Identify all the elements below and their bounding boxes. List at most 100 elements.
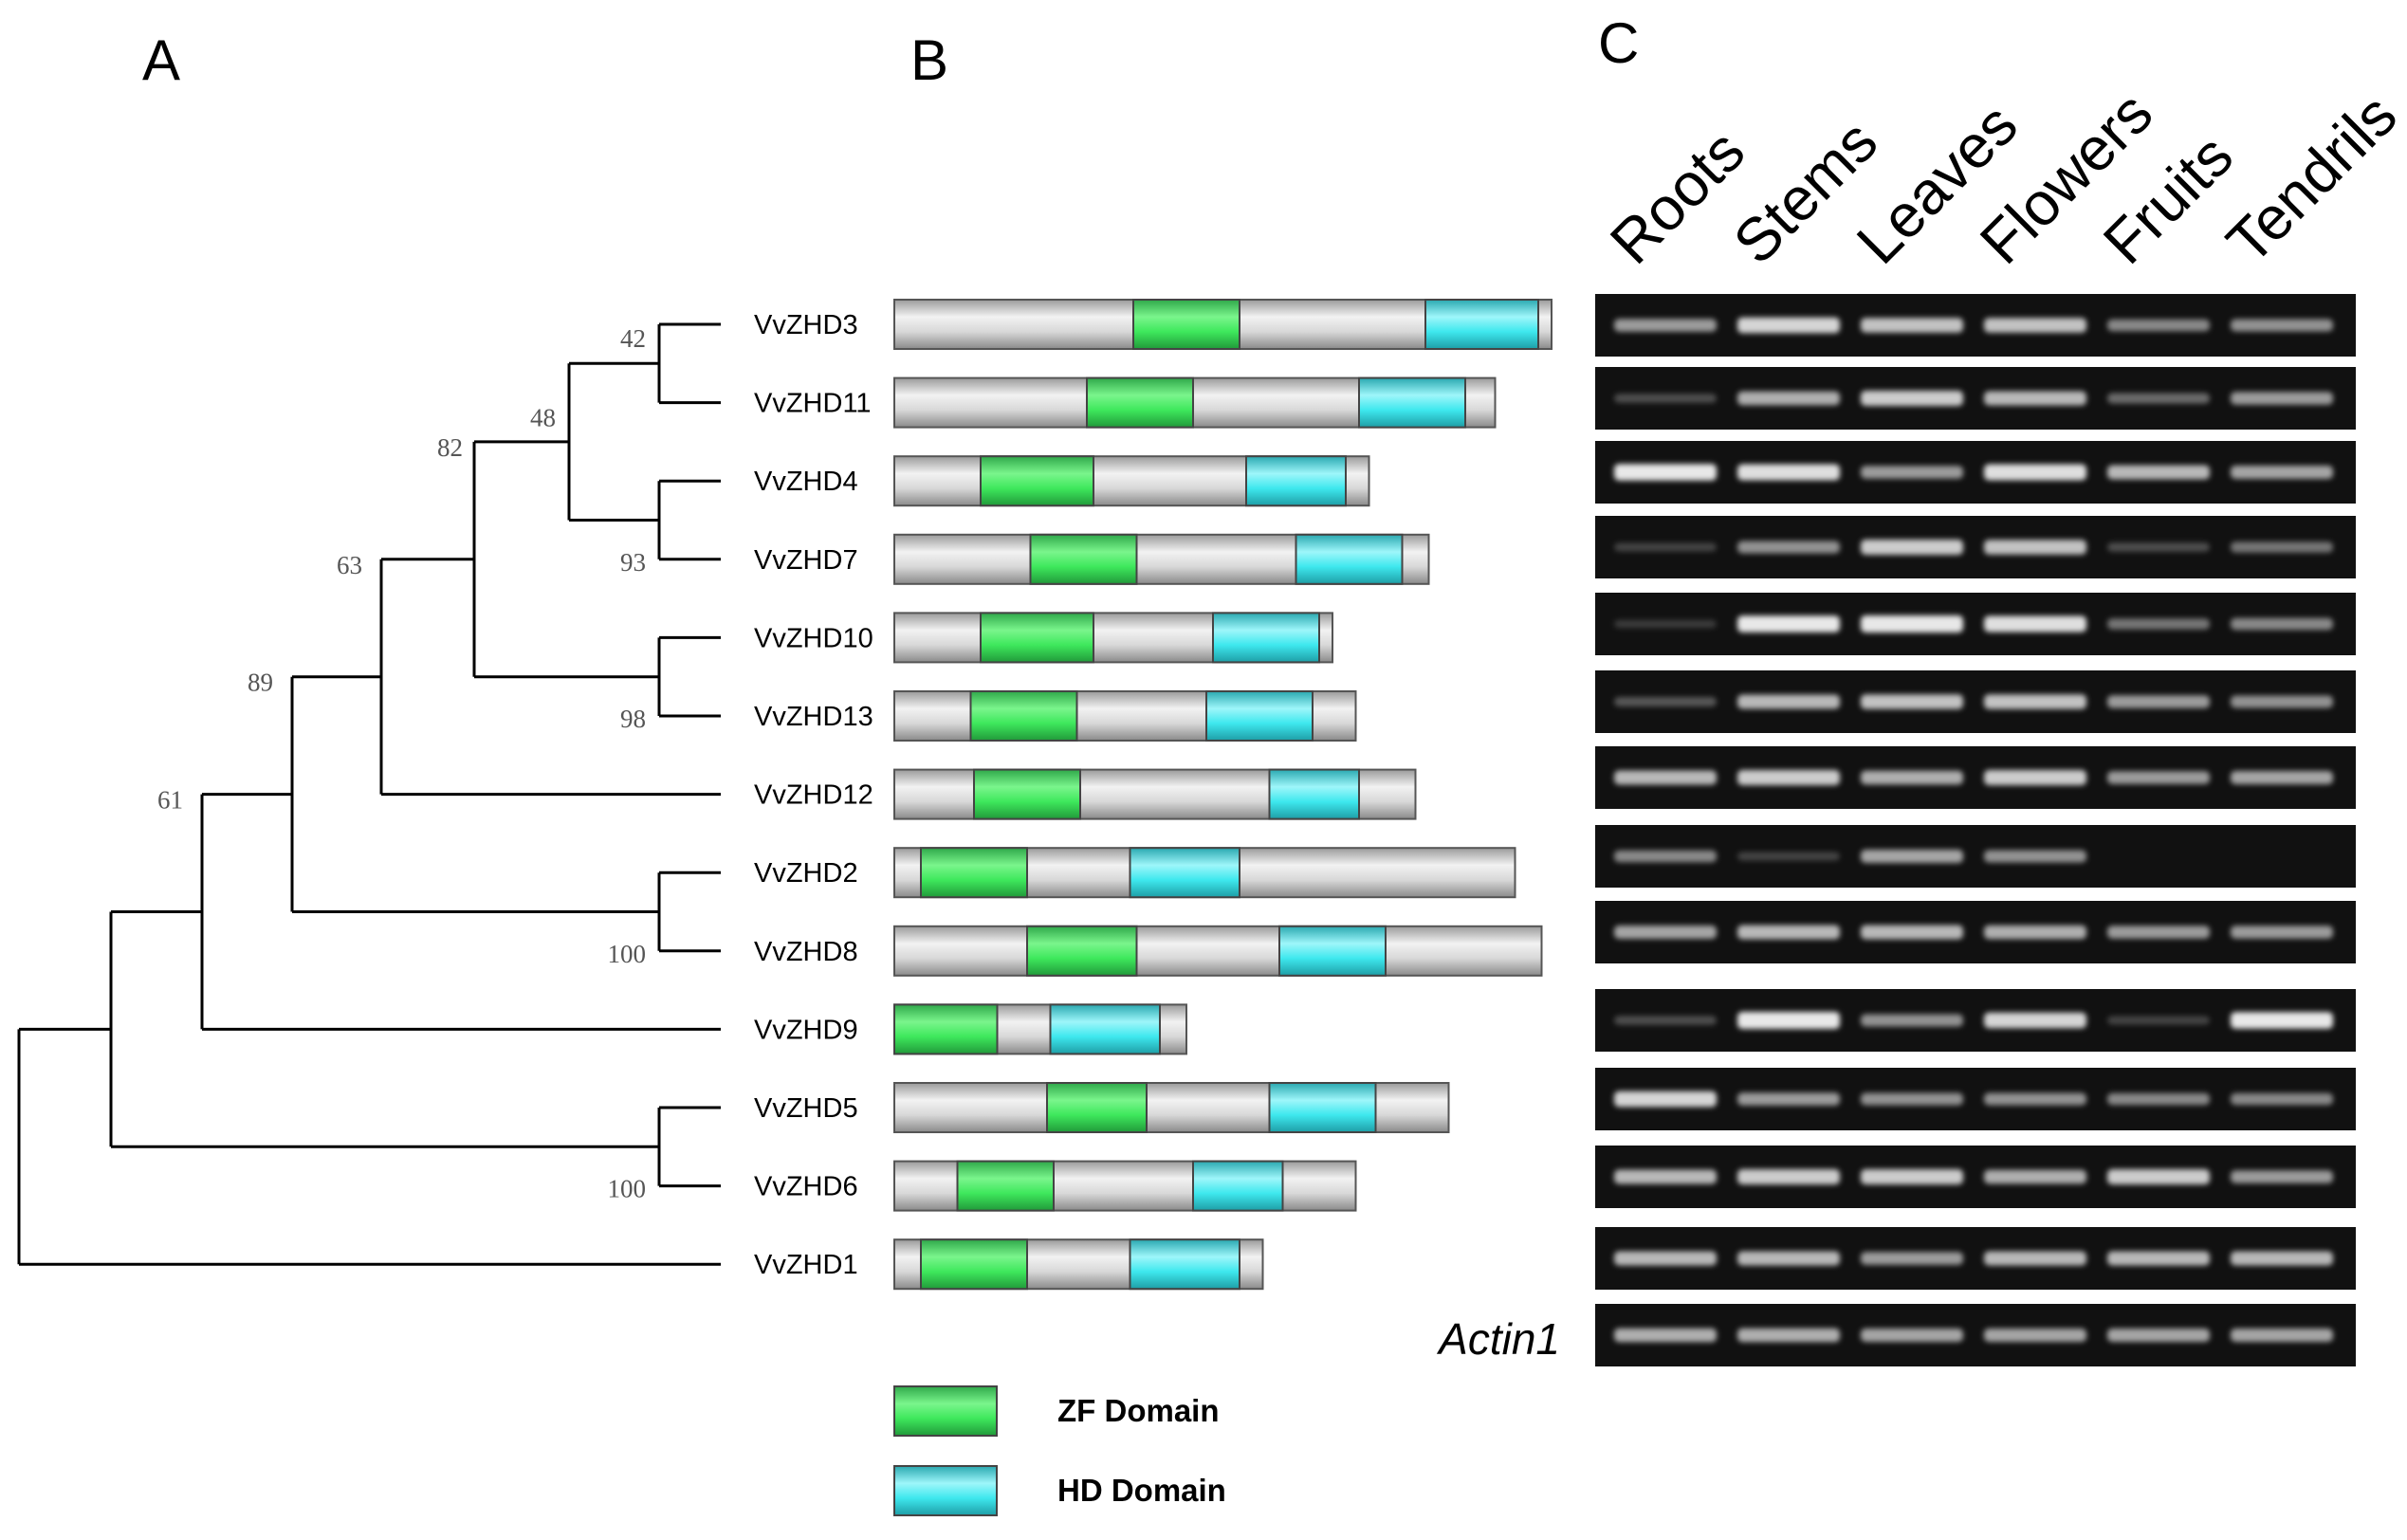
gel-band bbox=[1984, 540, 2086, 555]
bootstrap-value: 61 bbox=[157, 786, 183, 815]
gel-strip bbox=[1595, 441, 2356, 504]
gel-band bbox=[1984, 694, 2086, 709]
gel-background bbox=[1595, 989, 2356, 1052]
gel-band bbox=[2107, 1092, 2210, 1106]
gel-band bbox=[1861, 1169, 1963, 1184]
zf-legend-swatch bbox=[893, 1385, 998, 1437]
hd-domain bbox=[1424, 299, 1539, 350]
hd-domain bbox=[1268, 768, 1360, 820]
gel-band bbox=[1737, 1251, 1840, 1266]
gel-band bbox=[2107, 465, 2210, 480]
bootstrap-value: 63 bbox=[337, 551, 362, 579]
leaf-label: VvZHD7 bbox=[754, 545, 858, 576]
gel-band bbox=[2231, 1329, 2333, 1342]
phylogenetic-tree: VvZHD3VvZHD11VvZHD4VvZHD7VvZHD10VvZHD13V… bbox=[17, 310, 873, 1280]
leaf-label: VvZHD9 bbox=[754, 1015, 858, 1045]
gel-band bbox=[1861, 466, 1963, 479]
gel-band bbox=[1984, 464, 2086, 481]
bootstrap-value: 100 bbox=[608, 1175, 647, 1203]
protein-bar bbox=[893, 1160, 1357, 1212]
gel-strip bbox=[1595, 825, 2356, 888]
panel-c-label: C bbox=[1598, 11, 1639, 75]
actin-label: Actin1 bbox=[1436, 1314, 1560, 1364]
gel-band bbox=[1614, 319, 1717, 332]
gel-band bbox=[1737, 1169, 1840, 1184]
gel-background bbox=[1595, 901, 2356, 963]
gel-band bbox=[2231, 695, 2333, 708]
panel-a-label: A bbox=[142, 28, 180, 92]
hd-domain bbox=[1212, 612, 1320, 664]
gel-band bbox=[1861, 850, 1963, 863]
zf-domain bbox=[1132, 299, 1240, 350]
gel-strip bbox=[1595, 670, 2356, 733]
gel-background bbox=[1595, 746, 2356, 809]
leaf-label: VvZHD1 bbox=[754, 1250, 858, 1280]
hd-domain bbox=[1205, 690, 1314, 742]
gel-band bbox=[1861, 540, 1963, 555]
gel-band bbox=[1861, 694, 1963, 709]
bootstrap-value: 93 bbox=[620, 548, 646, 577]
gel-band bbox=[1984, 1329, 2086, 1342]
gel-strip bbox=[1595, 294, 2356, 357]
gel-band bbox=[2107, 393, 2210, 404]
gel-band bbox=[1614, 1016, 1717, 1025]
protein-bar bbox=[893, 612, 1333, 664]
gel-band bbox=[1984, 1251, 2086, 1266]
gel-band bbox=[1861, 318, 1963, 333]
gel-band bbox=[2231, 1170, 2333, 1183]
zf-domain bbox=[893, 1003, 999, 1055]
protein-backbone bbox=[893, 925, 1543, 977]
gel-band bbox=[1984, 1012, 2086, 1029]
gel-band bbox=[1861, 1092, 1963, 1106]
tissue-label: Stems bbox=[1720, 107, 1890, 277]
zf-domain bbox=[980, 612, 1094, 664]
gel-band bbox=[1614, 1328, 1717, 1343]
gel-band bbox=[2231, 617, 2333, 631]
protein-bar bbox=[893, 690, 1357, 742]
gel-background bbox=[1595, 367, 2356, 430]
rt-pcr-gels bbox=[1595, 294, 2356, 1366]
gel-band bbox=[2107, 1016, 2210, 1025]
gel-band bbox=[2107, 542, 2210, 552]
gel-background bbox=[1595, 670, 2356, 733]
zf-domain bbox=[980, 455, 1094, 507]
gel-band bbox=[1861, 1252, 1963, 1265]
protein-bar bbox=[893, 1238, 1264, 1291]
leaf-label: VvZHD12 bbox=[754, 780, 873, 811]
zf-domain bbox=[956, 1160, 1055, 1212]
gel-band bbox=[1861, 1014, 1963, 1027]
protein-bar bbox=[893, 1003, 1187, 1055]
gel-band bbox=[1984, 391, 2086, 406]
gel-band bbox=[1984, 925, 2086, 940]
gel-band bbox=[1614, 394, 1717, 403]
gel-background bbox=[1595, 1304, 2356, 1366]
gel-strip bbox=[1595, 516, 2356, 578]
gel-background bbox=[1595, 1068, 2356, 1130]
hd-domain bbox=[1358, 376, 1466, 429]
leaf-label: VvZHD4 bbox=[754, 467, 858, 497]
hd-domain bbox=[1049, 1003, 1161, 1055]
gel-strip bbox=[1595, 746, 2356, 809]
protein-bar bbox=[893, 299, 1553, 350]
gel-band bbox=[1737, 1092, 1840, 1106]
leaf-label: VvZHD11 bbox=[754, 389, 872, 419]
gel-background bbox=[1595, 593, 2356, 655]
hd-domain bbox=[1245, 455, 1347, 507]
gel-band bbox=[1861, 1329, 1963, 1342]
gel-band bbox=[1614, 464, 1717, 481]
gel-band bbox=[1737, 770, 1840, 785]
protein-bar bbox=[893, 533, 1430, 585]
hd-domain bbox=[1278, 925, 1387, 977]
gel-band bbox=[1614, 1169, 1717, 1184]
gel-band bbox=[2231, 1012, 2333, 1029]
protein-bar bbox=[893, 1082, 1450, 1133]
gel-band bbox=[1984, 1169, 2086, 1184]
gel-band bbox=[1737, 694, 1840, 709]
gel-band bbox=[1737, 615, 1840, 632]
gel-band bbox=[1984, 770, 2086, 785]
zf-domain bbox=[1046, 1082, 1148, 1133]
protein-bar bbox=[893, 455, 1370, 507]
zf-domain bbox=[920, 1238, 1028, 1291]
gel-background bbox=[1595, 1146, 2356, 1208]
